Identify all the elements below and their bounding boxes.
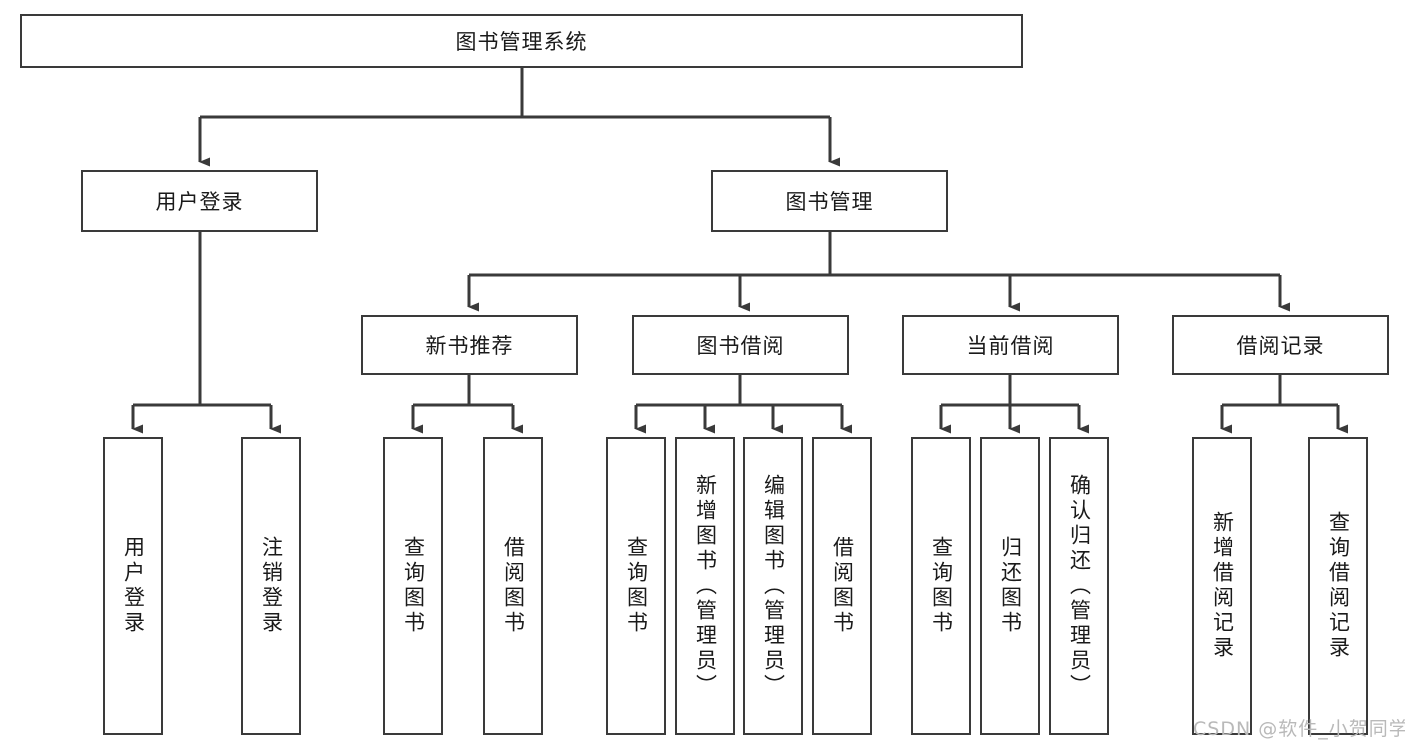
leaf-label: 借阅图书	[501, 536, 526, 636]
leaf-current-query-book[interactable]: 查询图书	[911, 437, 971, 735]
leaf-current-return-book[interactable]: 归还图书	[980, 437, 1040, 735]
node-borrow-record-label: 借阅记录	[1236, 334, 1325, 358]
leaf-record-query-record[interactable]: 查询借阅记录	[1308, 437, 1368, 735]
leaf-label: 查询借阅记录	[1326, 511, 1351, 661]
leaf-record-add-record[interactable]: 新增借阅记录	[1192, 437, 1252, 735]
node-borrow-record[interactable]: 借阅记录	[1172, 315, 1389, 375]
leaf-label: 编辑图书（管理员）	[761, 473, 786, 699]
node-root[interactable]: 图书管理系统	[20, 14, 1023, 68]
leaf-label: 查询图书	[401, 536, 426, 636]
leaf-user-login-logout[interactable]: 注销登录	[241, 437, 301, 735]
leaf-borrow-borrow-book[interactable]: 借阅图书	[812, 437, 872, 735]
leaf-label: 新增借阅记录	[1210, 511, 1235, 661]
leaf-borrow-add-book[interactable]: 新增图书（管理员）	[675, 437, 735, 735]
node-book-management-label: 图书管理	[785, 190, 874, 214]
leaf-borrow-query-book[interactable]: 查询图书	[606, 437, 666, 735]
node-user-login-label: 用户登录	[155, 190, 244, 214]
leaf-label: 归还图书	[998, 536, 1023, 636]
leaf-label: 注销登录	[259, 536, 284, 636]
leaf-label: 查询图书	[929, 536, 954, 636]
node-book-borrow-label: 图书借阅	[696, 334, 785, 358]
csdn-watermark: CSDN @软件_小贺同学	[1193, 714, 1405, 741]
leaf-label: 用户登录	[121, 536, 146, 636]
node-book-management[interactable]: 图书管理	[711, 170, 948, 232]
leaf-new-book-borrow[interactable]: 借阅图书	[483, 437, 543, 735]
node-current-borrow-label: 当前借阅	[966, 334, 1055, 358]
leaf-label: 确认归还（管理员）	[1067, 473, 1092, 699]
node-new-book-recommend-label: 新书推荐	[425, 334, 514, 358]
leaf-current-confirm-return[interactable]: 确认归还（管理员）	[1049, 437, 1109, 735]
node-user-login[interactable]: 用户登录	[81, 170, 318, 232]
leaf-user-login-login[interactable]: 用户登录	[103, 437, 163, 735]
node-new-book-recommend[interactable]: 新书推荐	[361, 315, 578, 375]
leaf-borrow-edit-book[interactable]: 编辑图书（管理员）	[743, 437, 803, 735]
watermark-text: CSDN @软件_小贺同学	[1193, 718, 1405, 740]
leaf-label: 借阅图书	[830, 536, 855, 636]
leaf-label: 查询图书	[624, 536, 649, 636]
leaf-new-book-query[interactable]: 查询图书	[383, 437, 443, 735]
node-book-borrow[interactable]: 图书借阅	[632, 315, 849, 375]
node-root-label: 图书管理系统	[455, 30, 588, 54]
leaf-label: 新增图书（管理员）	[693, 473, 718, 699]
node-current-borrow[interactable]: 当前借阅	[902, 315, 1119, 375]
